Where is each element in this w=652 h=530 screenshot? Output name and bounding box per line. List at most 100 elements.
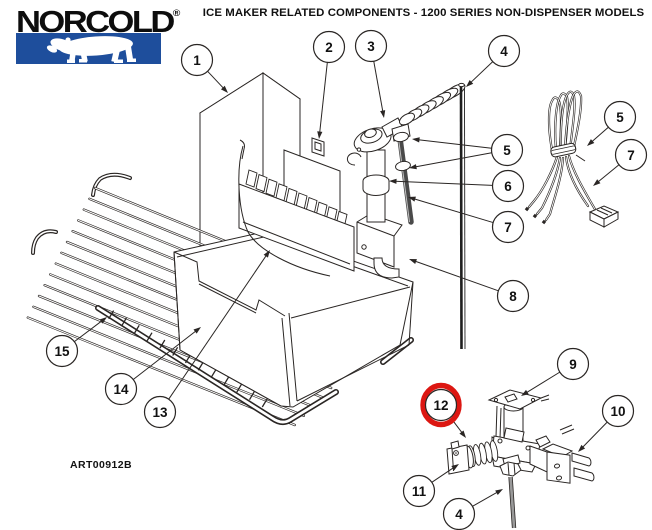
callout-14: 14 bbox=[104, 327, 201, 406]
callout-circle bbox=[180, 43, 214, 77]
leader-arrowhead bbox=[578, 444, 586, 452]
leader-arrowhead bbox=[412, 137, 420, 143]
callout-number: 9 bbox=[569, 357, 577, 372]
leader-arrowhead bbox=[587, 139, 595, 146]
callout-number: 3 bbox=[367, 39, 375, 54]
callout-number: 5 bbox=[616, 110, 624, 125]
callout-number: 11 bbox=[412, 484, 427, 499]
leader-line bbox=[318, 62, 328, 137]
leader-arrowhead bbox=[521, 389, 529, 396]
callout-number: 13 bbox=[152, 405, 168, 420]
callout-1: 1 bbox=[180, 43, 228, 93]
callout-5: 5 bbox=[587, 100, 637, 146]
leader-arrowhead bbox=[263, 250, 270, 258]
callout-5: 5 bbox=[409, 133, 524, 170]
callout-3: 3 bbox=[354, 29, 388, 118]
callout-4: 4 bbox=[442, 489, 503, 530]
brand-wordmark: NORCOLD® bbox=[16, 5, 181, 39]
leader-line bbox=[523, 371, 561, 395]
artwork-id: ART00912B bbox=[70, 459, 132, 471]
ice-bin-drawing bbox=[173, 230, 414, 408]
callout-4: 4 bbox=[466, 34, 521, 87]
leader-line bbox=[132, 328, 199, 380]
leader-line bbox=[472, 490, 501, 507]
leader-line bbox=[595, 164, 620, 185]
callout-number: 6 bbox=[504, 179, 512, 194]
brand-panel bbox=[16, 33, 161, 64]
callout-circle bbox=[312, 30, 346, 64]
callout-2: 2 bbox=[312, 30, 346, 139]
callout-circle bbox=[402, 474, 436, 508]
leader-arrowhead bbox=[593, 179, 601, 186]
callout-number: 5 bbox=[503, 143, 511, 158]
callout-circle bbox=[487, 34, 521, 68]
callout-number: 12 bbox=[433, 398, 448, 413]
diagram-title: ICE MAKER RELATED COMPONENTS - 1200 SERI… bbox=[202, 7, 645, 19]
leader-line bbox=[373, 61, 384, 116]
water-supply-line-drawing bbox=[458, 82, 466, 350]
callout-7: 7 bbox=[593, 138, 648, 186]
norcold-logo: NORCOLD® bbox=[15, 5, 180, 65]
callout-circle bbox=[496, 279, 530, 313]
leader-arrowhead bbox=[380, 110, 386, 118]
leader-arrowhead bbox=[495, 489, 503, 495]
callout-circle bbox=[614, 138, 648, 172]
callout-15: 15 bbox=[45, 317, 107, 368]
callout-circle bbox=[45, 334, 79, 368]
callout-circle bbox=[424, 388, 458, 422]
leader-line bbox=[74, 318, 105, 343]
selection-highlight-ring bbox=[420, 382, 462, 428]
leader-line bbox=[467, 61, 494, 86]
leader-line bbox=[431, 465, 457, 483]
leader-arrowhead bbox=[408, 196, 416, 202]
callout-number: 4 bbox=[455, 507, 463, 522]
callout-number: 7 bbox=[504, 220, 512, 235]
callout-number: 4 bbox=[500, 44, 508, 59]
callout-circle bbox=[104, 372, 138, 406]
callout-11: 11 bbox=[402, 464, 459, 508]
leader-line bbox=[411, 152, 492, 168]
ice-maker-drawing bbox=[238, 137, 403, 279]
leader-arrowhead bbox=[317, 131, 323, 139]
callout-circle bbox=[490, 133, 524, 167]
callout-number: 14 bbox=[113, 382, 129, 397]
callout-13: 13 bbox=[143, 250, 270, 429]
callout-circle bbox=[491, 169, 525, 203]
leader-arrowhead bbox=[451, 464, 459, 471]
leader-line bbox=[411, 259, 499, 292]
callout-12: 12 bbox=[420, 382, 466, 438]
callout-6: 6 bbox=[389, 169, 525, 203]
leader-arrowhead bbox=[459, 430, 466, 438]
leader-line bbox=[410, 197, 494, 224]
callout-9: 9 bbox=[521, 347, 590, 396]
fill-tube-drawing bbox=[353, 83, 466, 225]
callout-number: 7 bbox=[627, 148, 635, 163]
leader-line bbox=[391, 180, 493, 186]
callout-circle bbox=[354, 29, 388, 63]
leader-arrowhead bbox=[193, 327, 201, 334]
leader-arrowhead bbox=[389, 178, 397, 184]
callout-number: 1 bbox=[193, 53, 201, 68]
wire-harness-drawing bbox=[524, 90, 620, 228]
callout-number: 2 bbox=[325, 40, 333, 55]
leader-arrowhead bbox=[409, 164, 417, 170]
callout-8: 8 bbox=[409, 259, 530, 313]
callout-circle bbox=[603, 100, 637, 134]
leader-arrowhead bbox=[466, 79, 474, 87]
polar-bear-icon bbox=[46, 36, 136, 63]
callout-circle bbox=[556, 347, 590, 381]
leader-arrowhead bbox=[220, 85, 228, 93]
leader-line bbox=[168, 252, 269, 400]
leader-line bbox=[414, 138, 492, 149]
leader-arrowhead bbox=[99, 317, 107, 324]
callout-circle bbox=[491, 210, 525, 244]
callout-number: 8 bbox=[509, 289, 517, 304]
callout-circle bbox=[143, 395, 177, 429]
registered-mark-icon: ® bbox=[172, 8, 181, 19]
callout-10: 10 bbox=[578, 394, 635, 452]
callout-7: 7 bbox=[408, 196, 525, 244]
callout-number: 15 bbox=[54, 344, 70, 359]
